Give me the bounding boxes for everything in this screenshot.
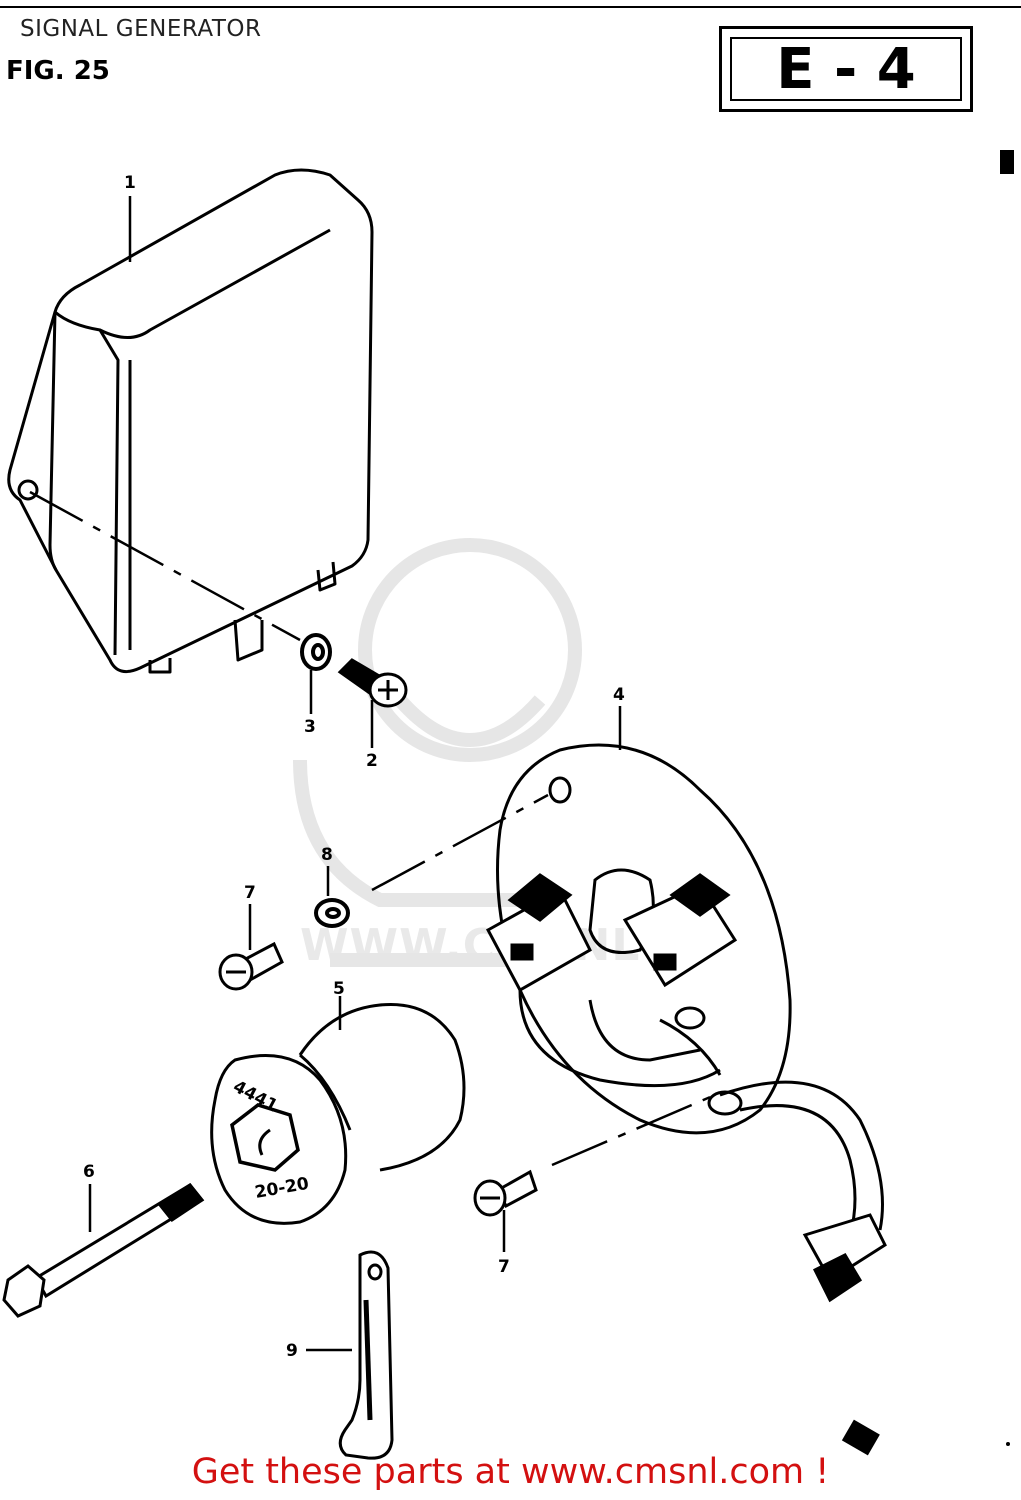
signal-generator-unit[interactable]	[7, 168, 374, 674]
figure-number: FIG. 25	[6, 56, 110, 86]
mounting-screw[interactable]	[337, 658, 408, 708]
callout-1: 1	[124, 173, 136, 193]
rotor-bolt[interactable]	[2, 1182, 205, 1318]
page-title: SIGNAL GENERATOR	[20, 16, 262, 42]
top-rule	[0, 6, 1021, 8]
callout-3: 3	[304, 717, 316, 737]
wiring-harness[interactable]	[518, 989, 887, 1303]
footer-parts-link[interactable]: Get these parts at www.cmsnl.com !	[191, 1452, 830, 1492]
pickup-coil-left[interactable]	[485, 873, 592, 993]
plate-screw-upper[interactable]	[218, 941, 284, 991]
callout-8: 8	[321, 845, 333, 865]
section-code-box: E - 4	[719, 26, 973, 112]
watermark-logo	[293, 538, 582, 967]
callout-4: 4	[613, 685, 625, 705]
pickup-coil-right[interactable]	[622, 873, 738, 988]
wire-clamp[interactable]	[338, 1250, 394, 1460]
callout-6: 6	[83, 1162, 95, 1182]
callout-5: 5	[333, 979, 345, 999]
callout-2: 2	[366, 751, 378, 771]
margin-marks	[841, 150, 1014, 1456]
section-code: E - 4	[730, 37, 962, 102]
callout-9: 9	[286, 1341, 298, 1361]
signal-rotor[interactable]	[210, 1002, 466, 1225]
callout-7-lower: 7	[498, 1257, 510, 1277]
lock-washer[interactable]	[300, 633, 332, 671]
callout-7-upper: 7	[244, 883, 256, 903]
plain-washer[interactable]	[314, 898, 350, 928]
plate-screw-lower[interactable]	[473, 1169, 538, 1217]
callout-leaders	[88, 196, 622, 1352]
